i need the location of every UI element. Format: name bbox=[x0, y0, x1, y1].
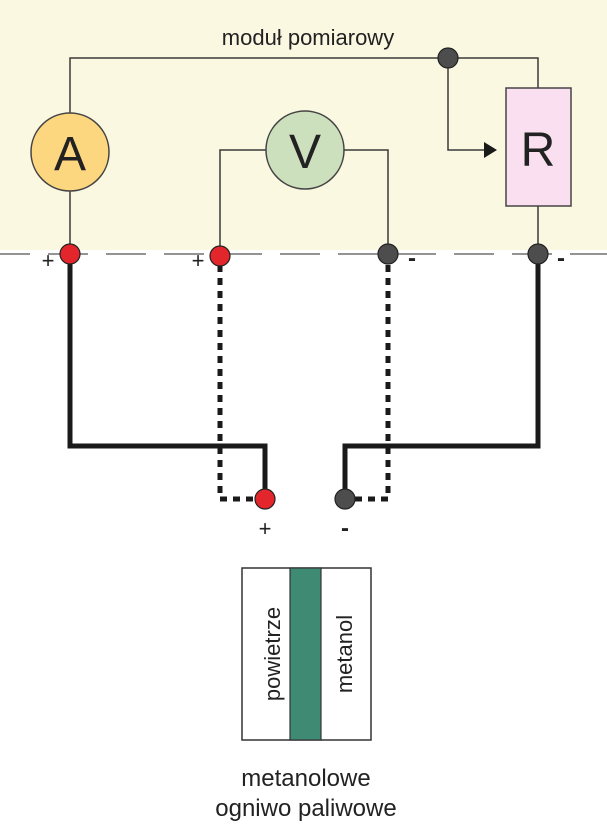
probe-voltmeter-minus bbox=[345, 252, 391, 502]
cell-terminal-minus bbox=[334, 488, 356, 510]
arrow-icon bbox=[484, 142, 497, 158]
sign-voltmeter-minus: - bbox=[408, 245, 416, 272]
junction-node bbox=[437, 47, 459, 69]
voltmeter-circle bbox=[265, 110, 345, 190]
module-terminals bbox=[59, 243, 549, 267]
cell-terminal-plus bbox=[254, 488, 276, 510]
cell-caption-line1: metanolowe bbox=[241, 765, 370, 792]
fuel-cell: powietrze metanol bbox=[241, 567, 372, 741]
sign-voltmeter-plus: + bbox=[192, 248, 205, 273]
wire-ammeter-to-cell-plus bbox=[67, 252, 268, 497]
terminal-resistor-minus bbox=[527, 243, 549, 265]
ammeter-symbol: A bbox=[54, 128, 86, 181]
terminal-ammeter-plus bbox=[59, 243, 81, 265]
ammeter-circle bbox=[30, 112, 110, 192]
terminal-voltmeter-plus bbox=[209, 245, 231, 267]
wire-resistor-to-cell-minus bbox=[342, 252, 541, 497]
resistor-symbol: R bbox=[521, 124, 556, 177]
cell-sign-plus: + bbox=[259, 516, 272, 541]
external-wires bbox=[67, 252, 541, 502]
resistor: R bbox=[505, 87, 572, 207]
sign-ammeter-plus: + bbox=[42, 248, 55, 273]
voltmeter: V bbox=[265, 110, 345, 190]
cell-sign-minus: - bbox=[341, 515, 349, 542]
ammeter: A bbox=[30, 112, 110, 192]
cell-label-air: powietrze bbox=[260, 607, 285, 701]
probe-voltmeter-plus bbox=[217, 252, 265, 502]
cell-terminals bbox=[254, 488, 356, 510]
sign-resistor-minus: - bbox=[557, 245, 565, 272]
resistor-box bbox=[505, 87, 572, 207]
cell-caption-line2: ogniwo paliwowe bbox=[215, 795, 396, 822]
cell-label-methanol: metanol bbox=[332, 615, 357, 693]
module-title: moduł pomiarowy bbox=[222, 25, 394, 50]
voltmeter-symbol: V bbox=[289, 126, 321, 179]
cell-membrane bbox=[289, 567, 322, 741]
terminal-voltmeter-minus bbox=[377, 243, 399, 265]
